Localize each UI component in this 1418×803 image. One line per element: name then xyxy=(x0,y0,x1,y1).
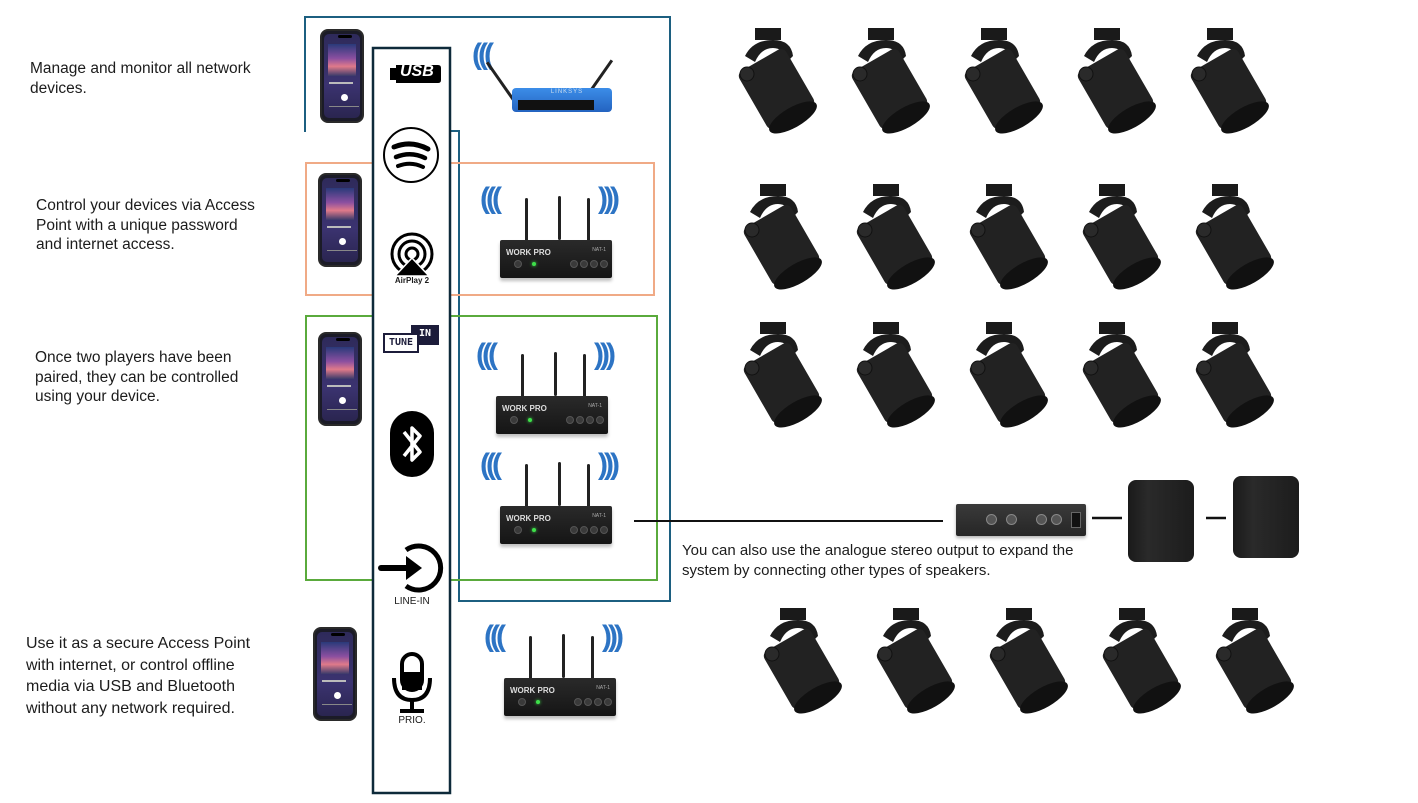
description-line: Control your devices via Access xyxy=(36,197,255,214)
line-in-source: LINE-IN xyxy=(378,540,446,610)
spotify-icon xyxy=(383,127,439,183)
access-point-frame-orange xyxy=(305,162,655,296)
track-speaker xyxy=(959,26,1043,136)
smartphone-app xyxy=(313,627,357,721)
description-line: and internet access. xyxy=(36,236,175,253)
line-in-icon xyxy=(378,543,444,593)
bookshelf-speaker-right xyxy=(1233,476,1299,558)
wifi-waves-icon: ((( xyxy=(480,448,502,481)
description-line: with internet, or control offline xyxy=(26,656,235,674)
smartphone-app xyxy=(318,332,362,426)
track-speaker xyxy=(733,26,817,136)
description-line: paired, they can be controlled xyxy=(35,368,239,386)
wifi-waves-icon: ((( xyxy=(476,338,498,371)
analogue-output-note: You can also use the analogue stereo out… xyxy=(682,541,1073,581)
track-speaker xyxy=(964,182,1048,292)
usb-icon xyxy=(390,65,441,83)
usb-label: USB xyxy=(400,63,434,80)
smartphone-app xyxy=(320,29,364,123)
track-speaker xyxy=(984,606,1068,716)
track-speaker xyxy=(1210,606,1294,716)
track-speaker xyxy=(738,182,822,292)
line-in-label: LINE-IN xyxy=(394,596,430,607)
wifi-waves-icon: ))) xyxy=(598,182,620,215)
track-speaker xyxy=(758,606,842,716)
description-line: Once two players have been xyxy=(35,349,232,366)
track-speaker xyxy=(846,26,930,136)
note-line: system by connecting other types of spea… xyxy=(682,562,991,579)
track-speaker xyxy=(851,320,935,430)
track-speaker xyxy=(871,606,955,716)
track-speaker xyxy=(1185,26,1269,136)
wifi-waves-icon: ))) xyxy=(594,338,616,371)
description-line: devices. xyxy=(30,79,87,97)
airplay-source: AirPlay 2 xyxy=(386,230,438,288)
wifi-waves-icon: ))) xyxy=(602,620,624,653)
wifi-waves-icon: ((( xyxy=(484,620,506,653)
airplay-label: AirPlay 2 xyxy=(394,276,430,285)
description-paired: Once two players have been paired, they … xyxy=(35,348,238,407)
tunein-icon: IN TUNE xyxy=(383,325,441,353)
wifi-waves-icon: ((( xyxy=(480,182,502,215)
description-offline: Use it as a secure Access Point with int… xyxy=(26,633,250,719)
smartphone-app xyxy=(318,173,362,267)
network-router: ((( LINKSYS xyxy=(472,40,622,120)
router-brand: LINKSYS xyxy=(550,89,584,95)
track-speaker xyxy=(1077,320,1161,430)
track-speaker xyxy=(1077,182,1161,292)
description-line: Manage and monitor all network xyxy=(30,60,251,77)
track-speaker xyxy=(851,182,935,292)
note-line: You can also use the analogue stereo out… xyxy=(682,542,1074,559)
track-speaker xyxy=(964,320,1048,430)
track-speaker xyxy=(1097,606,1181,716)
tunein-tune-label: TUNE xyxy=(383,333,419,353)
track-speaker xyxy=(1190,182,1274,292)
bluetooth-icon xyxy=(390,411,434,477)
description-manage: Manage and monitor all network devices. xyxy=(30,59,251,98)
network-frame-blue xyxy=(304,16,671,602)
mixer-amplifier xyxy=(956,504,1086,536)
usb-source: USB xyxy=(388,60,442,86)
microphone-icon xyxy=(392,652,432,713)
microphone-source: PRIO. xyxy=(386,652,438,728)
wifi-waves-icon: ))) xyxy=(598,448,620,481)
airplay-icon xyxy=(390,232,434,277)
track-speaker xyxy=(738,320,822,430)
description-line: without any network required. xyxy=(26,699,235,717)
paired-frame-green xyxy=(305,315,658,581)
prio-label: PRIO. xyxy=(398,715,426,726)
description-access-point: Control your devices via Access Point wi… xyxy=(36,196,255,255)
description-line: Point with a unique password xyxy=(36,216,238,234)
description-line: using your device. xyxy=(35,388,160,405)
description-line: media via USB and Bluetooth xyxy=(26,678,236,695)
description-line: Use it as a secure Access Point xyxy=(26,635,251,652)
track-speaker xyxy=(1072,26,1156,136)
track-speaker xyxy=(1190,320,1274,430)
bookshelf-speaker-left xyxy=(1128,480,1194,562)
